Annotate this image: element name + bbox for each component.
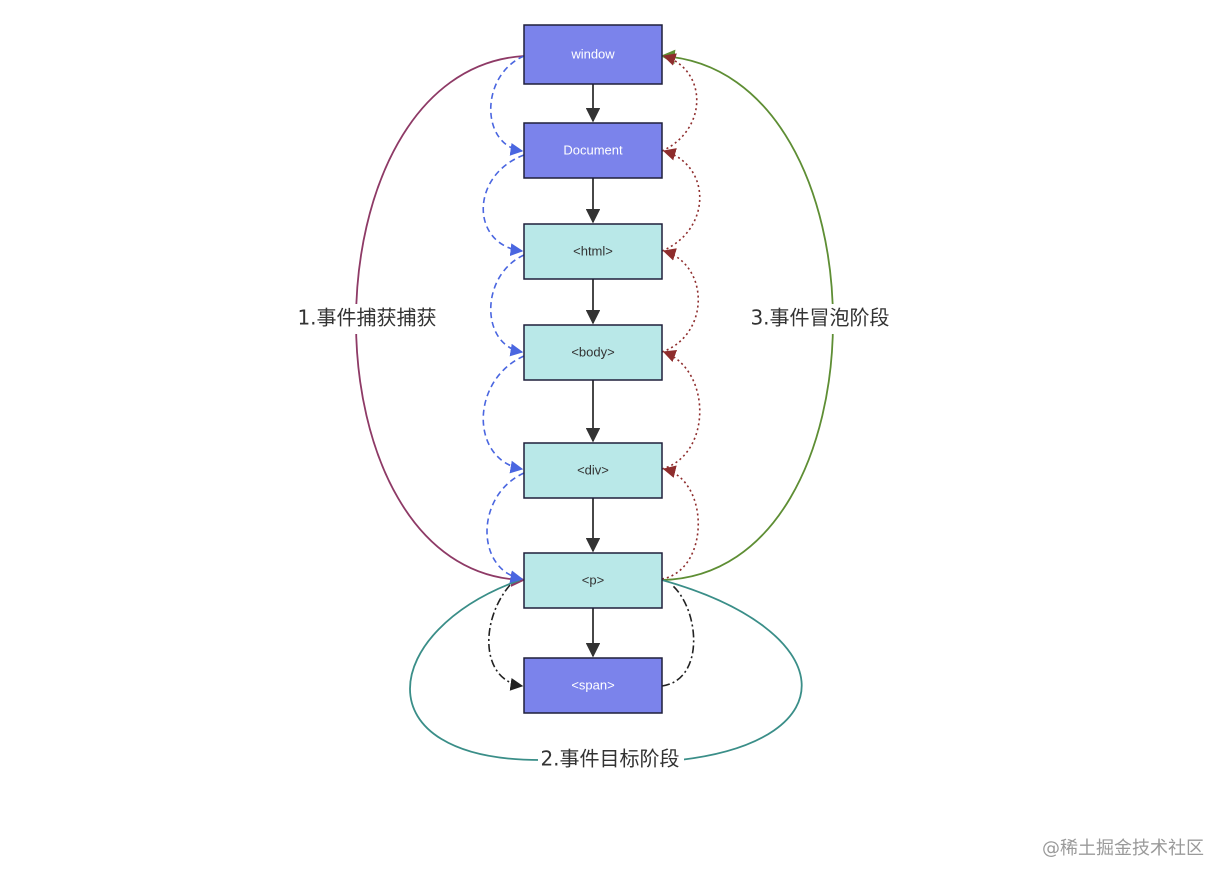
bubble-step-div-body [661, 350, 701, 470]
bubble-step-p-div [661, 465, 700, 580]
node-body[interactable]: <body> [523, 324, 663, 381]
node-body-label: <body> [571, 344, 614, 359]
bubble-step-body-html [661, 248, 700, 353]
capture-step-div-p [486, 472, 525, 584]
node-html[interactable]: <html> [523, 223, 663, 280]
capture-phase-label: 1.事件捕获捕获 [297, 306, 436, 330]
watermark: @稀土掘金技术社区 [1042, 838, 1204, 859]
node-document[interactable]: Document [523, 122, 663, 179]
node-p[interactable]: <p> [523, 552, 663, 609]
target-phase-label: 2.事件目标阶段 [540, 747, 679, 771]
bubble-phase-label: 3.事件冒泡阶段 [750, 306, 889, 330]
capture-step-window-document [490, 55, 525, 156]
node-div-label: <div> [577, 462, 609, 477]
target-step-p-span [488, 584, 524, 691]
capture-step-html-body [490, 254, 525, 357]
bubble-step-document-window [661, 53, 698, 152]
node-span-label: <span> [571, 677, 614, 692]
target-steps [488, 584, 695, 691]
capture-step-document-html [482, 154, 525, 257]
node-div[interactable]: <div> [523, 442, 663, 499]
node-window[interactable]: window [523, 24, 663, 85]
bubble-steps [661, 53, 701, 580]
node-window-label: window [570, 46, 615, 61]
node-p-label: <p> [582, 572, 604, 587]
node-span[interactable]: <span> [523, 657, 663, 714]
capture-step-body-div [482, 355, 525, 474]
node-document-label: Document [563, 142, 623, 157]
capture-steps [482, 55, 525, 584]
target-step-span-p [661, 584, 695, 687]
bubble-step-html-document [661, 148, 701, 252]
node-html-label: <html> [573, 243, 613, 258]
